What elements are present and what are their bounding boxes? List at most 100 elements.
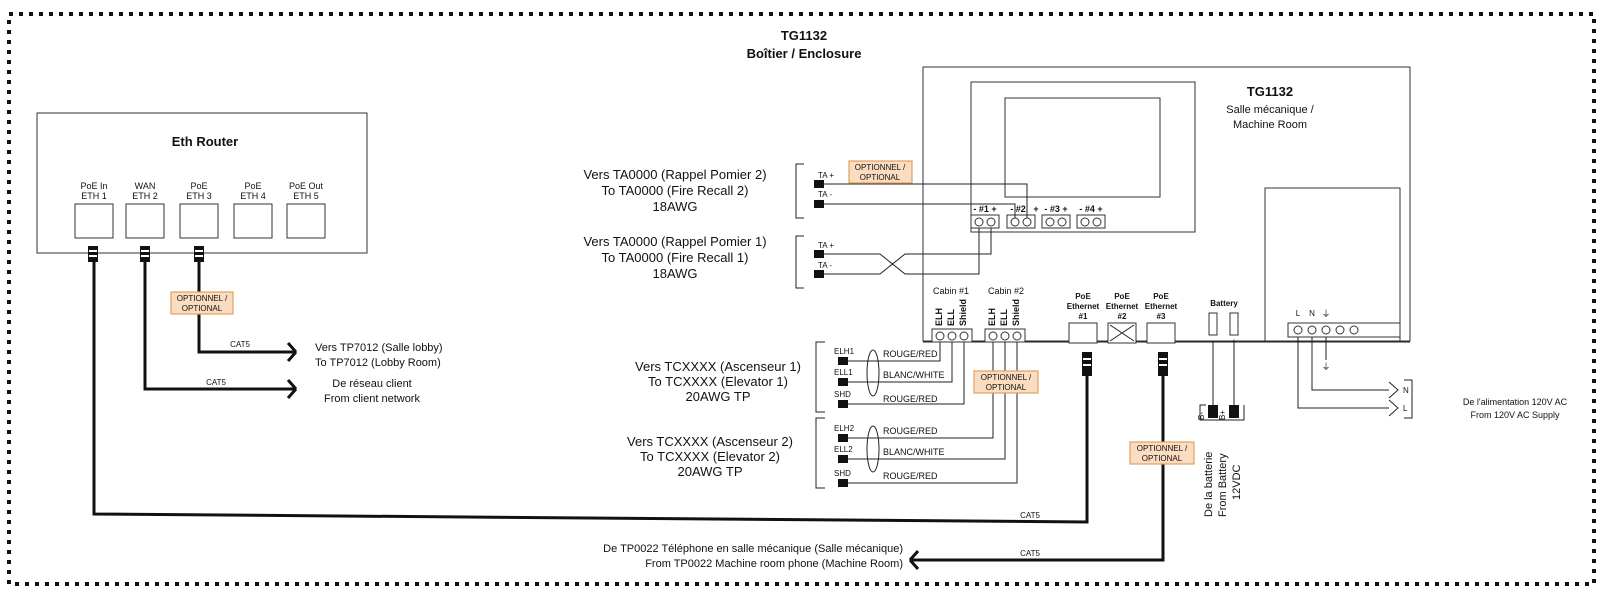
svg-text:Ethernet: Ethernet [1067, 302, 1100, 311]
elev1-label-1: Vers TCXXXX (Ascenseur 1) [635, 359, 801, 374]
poe-ethernet-3[interactable]: PoE Ethernet #3 [1145, 292, 1178, 344]
svg-text:Shield: Shield [958, 299, 968, 326]
svg-text:TA -: TA - [818, 261, 832, 270]
terminal-1-label: - #1 + [973, 204, 996, 214]
svg-text:PoE: PoE [1114, 292, 1130, 301]
svg-text:WAN: WAN [135, 181, 156, 191]
svg-text:ETH 1: ETH 1 [81, 191, 107, 201]
elev2-shd-pin[interactable] [838, 479, 848, 487]
svg-text:Shield: Shield [1011, 299, 1021, 326]
svg-text:ELH: ELH [934, 308, 944, 326]
svg-text:N: N [1403, 386, 1409, 395]
elev1-shd-pin[interactable] [838, 400, 848, 408]
router-port-eth4[interactable]: PoE ETH 4 [233, 181, 273, 239]
terminal-2-label: - #2 [1010, 204, 1026, 214]
supply-label-en: From 120V AC Supply [1470, 410, 1560, 420]
router-port-eth1[interactable]: PoE In ETH 1 [74, 181, 114, 239]
enclosure-title: TG1132 [781, 28, 827, 43]
fire2-label-3: 18AWG [652, 199, 697, 214]
fire2-minus-wire [824, 203, 1016, 218]
svg-text:OPTIONAL: OPTIONAL [1142, 454, 1183, 463]
terminal-4-label: - #4 + [1079, 204, 1102, 214]
svg-text:PoE: PoE [1153, 292, 1169, 301]
poe-ethernet-2[interactable]: PoE Ethernet #2 [1106, 292, 1139, 344]
supply-bracket [1404, 379, 1413, 419]
elev1-ell-pin[interactable] [838, 378, 848, 386]
elev2-elh-pin[interactable] [838, 434, 848, 442]
ground-icon: ⏚ [1321, 362, 1330, 372]
router-port-eth5[interactable]: PoE Out ETH 5 [286, 181, 326, 239]
rj45-plug-icon [194, 246, 204, 262]
svg-text:BLANC/WHITE: BLANC/WHITE [883, 447, 945, 457]
fire2-plus-pin[interactable] [814, 180, 824, 188]
fire1-label-3: 18AWG [652, 266, 697, 281]
controller-sub2: Machine Room [1233, 119, 1307, 131]
fire1-bracket [795, 235, 804, 289]
cable-client-network[interactable] [143, 262, 296, 391]
cable-poe-eth1[interactable] [92, 262, 1089, 524]
svg-text:ELL2: ELL2 [834, 445, 853, 454]
elev1-bracket [815, 341, 825, 413]
fire2-minus-pin[interactable] [814, 200, 824, 208]
elev1-ell-wire [848, 342, 953, 383]
svg-text:ELL1: ELL1 [834, 368, 853, 377]
power-supply-box [1264, 187, 1401, 342]
cable-machine-room-phone[interactable] [910, 366, 1165, 562]
battery-label-fr: De la batterie [1203, 452, 1215, 517]
router-port-eth3[interactable]: PoE ETH 3 [179, 181, 219, 239]
elev2-label-1: Vers TCXXXX (Ascenseur 2) [627, 434, 793, 449]
optional-tag-eth3-phone [1129, 441, 1195, 465]
svg-text:TA +: TA + [818, 171, 834, 180]
twisted-pair-icon [866, 425, 880, 473]
supply-l-wire [1297, 337, 1389, 409]
cable-end-client [286, 379, 298, 399]
battery-minus-pin[interactable] [1208, 405, 1218, 418]
rj45-plug-icon [88, 246, 98, 262]
elev1-label-2: To TCXXXX (Elevator 1) [648, 374, 788, 389]
svg-text:PoE: PoE [1075, 292, 1091, 301]
fire2-plus-wire [824, 183, 1028, 218]
battery-minus-fuse [1208, 312, 1218, 336]
enclosure-border [7, 12, 1596, 586]
fire1-plus-pin[interactable] [814, 250, 824, 258]
lobby-label-fr: Vers TP7012 (Salle lobby) [315, 342, 443, 354]
svg-text:ROUGE/RED: ROUGE/RED [883, 471, 938, 481]
poe-ethernet-1[interactable]: PoE Ethernet #1 [1067, 292, 1100, 344]
elev1-shd-wire [848, 342, 965, 405]
router-port-eth2[interactable]: WAN ETH 2 [125, 181, 165, 239]
elev2-ell-pin[interactable] [838, 455, 848, 463]
elev2-shd-wire [848, 342, 1018, 484]
rj45-plug-icon [1158, 352, 1168, 376]
fire1-label-2: To TA0000 (Fire Recall 1) [602, 250, 749, 265]
elev1-elh-pin[interactable] [838, 357, 848, 365]
cable-end-lobby [286, 342, 298, 362]
elev2-bracket [815, 417, 825, 489]
svg-text:L: L [1296, 309, 1301, 318]
cat5-label: CAT5 [230, 340, 250, 349]
svg-text:ELH1: ELH1 [834, 347, 855, 356]
cat5-label: CAT5 [206, 378, 226, 387]
enclosure-subtitle: Boîtier / Enclosure [747, 46, 862, 61]
svg-text:PoE In: PoE In [80, 181, 107, 191]
svg-text:+: + [1232, 337, 1237, 346]
svg-text:ROUGE/RED: ROUGE/RED [883, 394, 938, 404]
battery-voltage: 12VDC [1231, 464, 1243, 500]
svg-text:ETH 2: ETH 2 [132, 191, 158, 201]
phone-label-fr: De TP0022 Téléphone en salle mécanique (… [603, 543, 903, 555]
svg-text:Ethernet: Ethernet [1145, 302, 1178, 311]
svg-text:OPTIONNEL /: OPTIONNEL / [1137, 444, 1188, 453]
svg-text:#1: #1 [1079, 312, 1088, 321]
cat5-label: CAT5 [1020, 549, 1040, 558]
cable-end-phone [908, 550, 920, 570]
svg-text:PoE: PoE [190, 181, 207, 191]
svg-text:SHD: SHD [834, 390, 851, 399]
fire1-minus-pin[interactable] [814, 270, 824, 278]
fire2-label-1: Vers TA0000 (Rappel Pomier 2) [583, 167, 766, 182]
fire2-label-2: To TA0000 (Fire Recall 2) [602, 183, 749, 198]
supply-connector-icon [1388, 381, 1399, 417]
svg-text:OPTIONNEL /: OPTIONNEL / [177, 294, 228, 303]
svg-text:B+: B+ [1218, 410, 1227, 420]
battery-plus-pin[interactable] [1229, 405, 1239, 418]
